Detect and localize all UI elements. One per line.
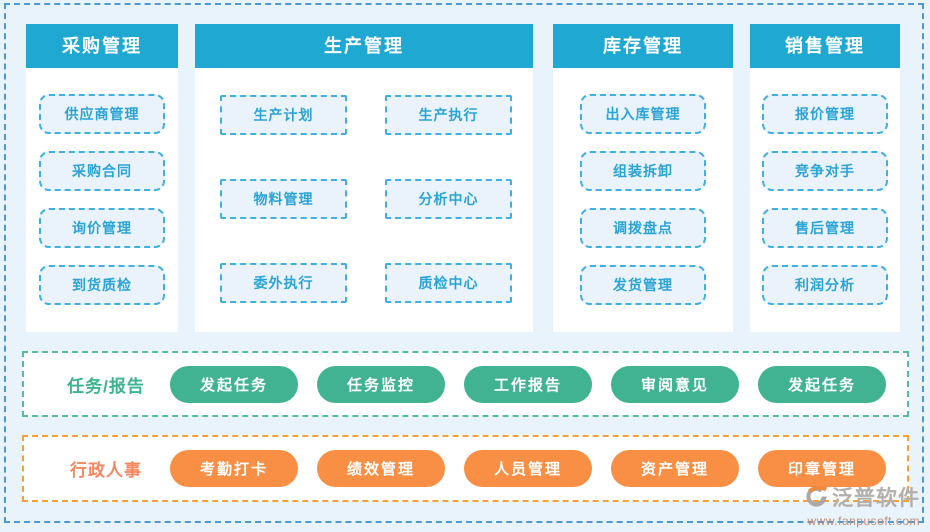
fanpu-logo-icon — [804, 484, 829, 513]
vendor-watermark: 泛普软件 www.fanpusoft.com — [804, 484, 920, 527]
vendor-name: 泛普软件 — [832, 487, 920, 510]
module-item-button[interactable]: 采购合同 — [39, 151, 165, 191]
task-report-label: 任务/报告 — [67, 376, 145, 396]
panel-procurement: 采购管理 供应商管理采购合同询价管理到货质检 — [26, 24, 178, 332]
module-item-button[interactable]: 询价管理 — [39, 208, 165, 248]
module-item-button[interactable]: 竞争对手 — [762, 151, 888, 191]
module-item-button[interactable]: 售后管理 — [762, 208, 888, 248]
panel-body-sales: 报价管理竞争对手售后管理利润分析 — [750, 68, 900, 305]
task-report-band: 任务/报告 发起任务任务监控工作报告审阅意见发起任务 — [22, 351, 909, 417]
panel-title-procurement: 采购管理 — [26, 24, 178, 68]
module-item-button[interactable]: 供应商管理 — [39, 94, 165, 134]
band-pill-button[interactable]: 资产管理 — [611, 450, 739, 487]
panel-sales: 销售管理 报价管理竞争对手售后管理利润分析 — [750, 24, 900, 332]
band-pill-button[interactable]: 绩效管理 — [317, 450, 445, 487]
panel-body-procurement: 供应商管理采购合同询价管理到货质检 — [26, 68, 178, 305]
band-pill-button[interactable]: 发起任务 — [170, 365, 298, 403]
panel-body-inventory: 出入库管理组装拆卸调拨盘点发货管理 — [553, 68, 733, 305]
admin-hr-label: 行政人事 — [70, 461, 142, 480]
band-pill-button[interactable]: 印章管理 — [758, 450, 886, 487]
module-item-button[interactable]: 物料管理 — [220, 179, 347, 219]
panel-title-production: 生产管理 — [195, 24, 533, 68]
panel-inventory: 库存管理 出入库管理组装拆卸调拨盘点发货管理 — [553, 24, 733, 332]
module-item-button[interactable]: 出入库管理 — [580, 94, 706, 134]
band-pill-button[interactable]: 工作报告 — [464, 365, 592, 403]
module-item-button[interactable]: 到货质检 — [39, 265, 165, 305]
module-item-button[interactable]: 生产计划 — [220, 95, 347, 135]
panel-body-production: 生产计划生产执行物料管理分析中心委外执行质检中心 — [195, 68, 533, 303]
band-pill-button[interactable]: 任务监控 — [317, 365, 445, 403]
module-item-button[interactable]: 组装拆卸 — [580, 151, 706, 191]
vendor-url: www.fanpusoft.com — [807, 514, 920, 528]
admin-hr-band: 行政人事 考勤打卡绩效管理人员管理资产管理印章管理 — [22, 435, 909, 502]
band-pill-button[interactable]: 考勤打卡 — [170, 450, 298, 487]
panel-title-inventory: 库存管理 — [553, 24, 733, 68]
module-item-button[interactable]: 利润分析 — [762, 265, 888, 305]
module-item-button[interactable]: 发货管理 — [580, 265, 706, 305]
panel-production: 生产管理 生产计划生产执行物料管理分析中心委外执行质检中心 — [195, 24, 533, 332]
admin-hr-buttons: 考勤打卡绩效管理人员管理资产管理印章管理 — [170, 450, 886, 487]
task-report-buttons: 发起任务任务监控工作报告审阅意见发起任务 — [170, 365, 886, 403]
module-item-button[interactable]: 调拨盘点 — [580, 208, 706, 248]
band-pill-button[interactable]: 发起任务 — [758, 365, 886, 403]
module-item-button[interactable]: 生产执行 — [385, 95, 512, 135]
module-item-button[interactable]: 委外执行 — [220, 263, 347, 303]
panel-title-sales: 销售管理 — [750, 24, 900, 68]
module-item-button[interactable]: 质检中心 — [385, 263, 512, 303]
module-item-button[interactable]: 报价管理 — [762, 94, 888, 134]
module-item-button[interactable]: 分析中心 — [385, 179, 512, 219]
band-pill-button[interactable]: 审阅意见 — [611, 365, 739, 403]
band-pill-button[interactable]: 人员管理 — [464, 450, 592, 487]
